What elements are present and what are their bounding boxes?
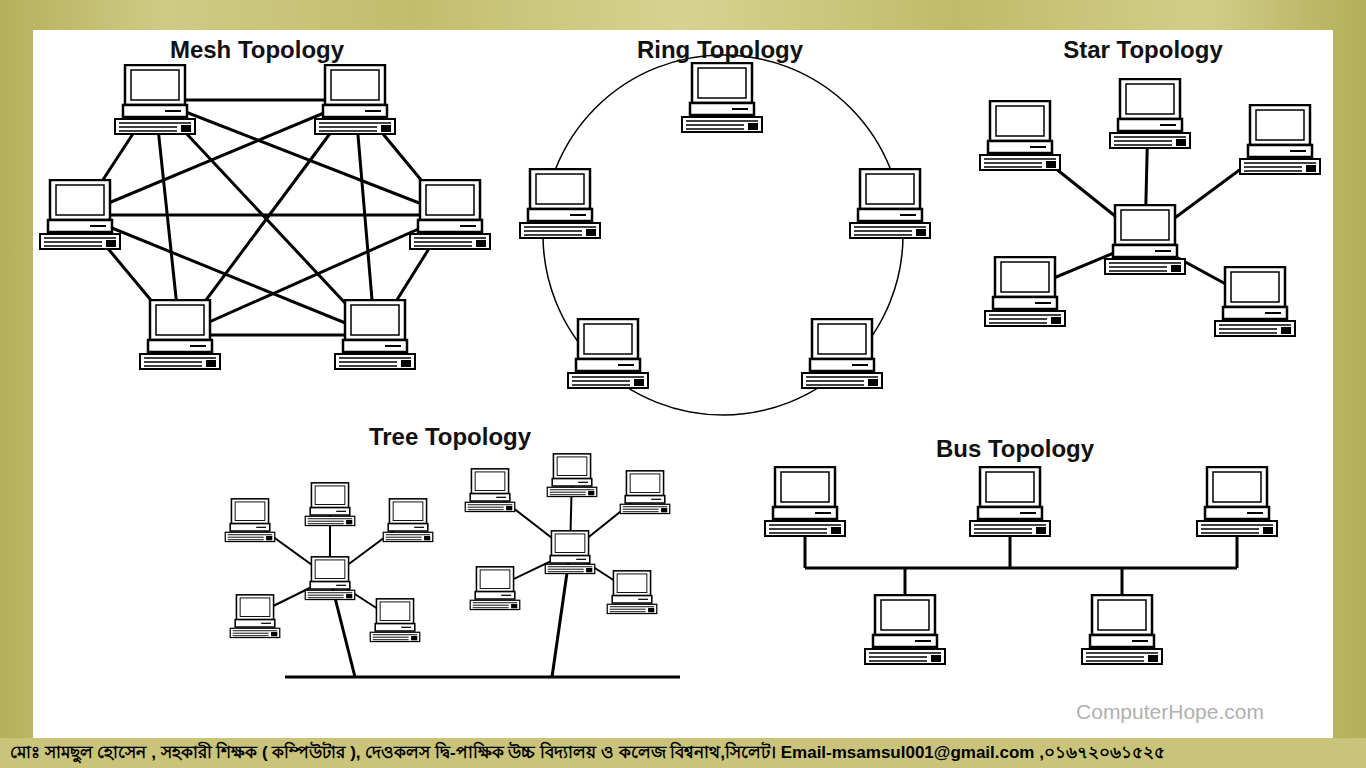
watermark: ComputerHope.com bbox=[1076, 700, 1264, 724]
topology-heading: Tree Topology bbox=[369, 423, 531, 451]
white-panel bbox=[33, 30, 1333, 738]
computers bbox=[40, 63, 1320, 664]
footer-band bbox=[0, 738, 1366, 768]
topology-heading: Mesh Topology bbox=[170, 36, 344, 64]
topology-heading: Ring Topology bbox=[637, 36, 803, 64]
topology-heading: Star Topology bbox=[1063, 36, 1223, 64]
footer-credit: মোঃ সামছুল হোসেন , সহকারী শিক্ষক ( কম্পি… bbox=[10, 743, 1165, 763]
topology-heading: Bus Topology bbox=[936, 435, 1094, 463]
